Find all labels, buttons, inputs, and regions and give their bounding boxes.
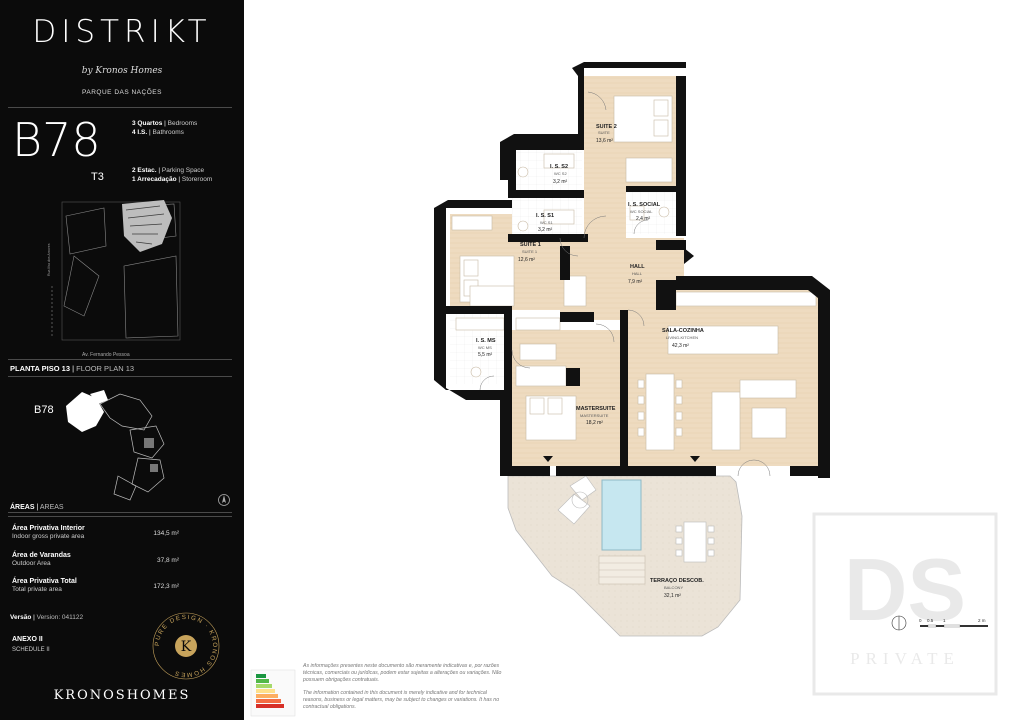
svg-text:LIVING-KITCHEN: LIVING-KITCHEN <box>666 335 698 340</box>
floor-locator-label: B78 <box>34 404 54 416</box>
window-marker-icon <box>690 456 700 462</box>
window-marker-icon <box>543 456 553 462</box>
terrace-dining-table <box>675 521 715 563</box>
svg-text:0: 0 <box>919 618 922 623</box>
annex-title: ANEXO II <box>12 636 43 643</box>
svg-text:WC SOCIAL: WC SOCIAL <box>630 209 653 214</box>
svg-text:SALA-COZINHA: SALA-COZINHA <box>662 328 704 334</box>
terrace-loungers <box>557 475 597 525</box>
site-plan-drawing: Rua Ilha dos Amores <box>47 200 181 341</box>
svg-text:HALL: HALL <box>630 264 645 270</box>
svg-text:MASTERSUITE: MASTERSUITE <box>580 413 609 418</box>
swimming-pool <box>601 479 642 551</box>
area-row-outdoor: Área de Varandas Outdoor Area 37,8 m² <box>12 552 179 567</box>
svg-text:I. S. MS: I. S. MS <box>476 338 496 344</box>
floor-locator-map <box>66 390 165 501</box>
spec-storeroom: 1 Arrecadação | Storeroom <box>132 176 213 183</box>
svg-text:DS: DS <box>844 540 966 639</box>
divider <box>8 107 232 108</box>
brand-logo: DISTRIKT <box>32 14 212 50</box>
disclaimer-en: The information contained in this docume… <box>303 690 500 710</box>
floor-plan-caption: PLANTA PISO 13 | FLOOR PLAN 13 <box>10 364 135 373</box>
svg-text:32,1 m²: 32,1 m² <box>664 593 681 599</box>
area-row-total: Área Privativa Total Total private area … <box>12 578 179 593</box>
walls <box>434 62 830 478</box>
divider <box>8 512 232 513</box>
svg-text:WC S2: WC S2 <box>554 171 567 176</box>
areas-heading: ÁREAS | AREAS <box>10 504 64 511</box>
svg-text:2,4 m²: 2,4 m² <box>636 216 651 222</box>
svg-text:SUITE 1: SUITE 1 <box>520 242 541 248</box>
energy-certificate-icon <box>250 669 296 717</box>
door-swings <box>479 91 771 477</box>
spec-parking: 2 Estac. | Parking Space <box>132 167 205 174</box>
svg-text:5,5 m²: 5,5 m² <box>478 352 493 358</box>
svg-text:WC S1: WC S1 <box>540 220 553 225</box>
svg-text:WC MS: WC MS <box>478 345 492 350</box>
svg-text:0.5: 0.5 <box>927 618 934 623</box>
svg-text:SUITE 1: SUITE 1 <box>522 249 538 254</box>
pure-design-seal: PURE DESIGN · KRONOS HOMES K <box>152 612 220 680</box>
divider <box>8 359 232 360</box>
svg-text:Rua Ilha dos Amores: Rua Ilha dos Amores <box>47 243 51 276</box>
version-label: Versão | Version: 041122 <box>10 614 84 621</box>
spec-bedrooms: 3 Quartos | Bedrooms <box>132 120 198 127</box>
svg-text:K: K <box>181 639 192 655</box>
area-row-interior: Área Privativa Interior Indoor gross pri… <box>12 525 179 540</box>
svg-text:BALCONY: BALCONY <box>664 585 683 590</box>
footer-brand-logo: KRONOSHOMES <box>53 688 191 703</box>
svg-text:13,6 m²: 13,6 m² <box>596 138 613 144</box>
district-name: PARQUE DAS NAÇÕES <box>82 89 162 96</box>
site-street-label: Av. Fernando Pessoa <box>82 352 130 358</box>
svg-text:I. S. S1: I. S. S1 <box>536 213 554 219</box>
divider <box>8 376 232 377</box>
svg-text:2 m: 2 m <box>978 618 986 623</box>
disclaimer-pt: As informações presentes neste documento… <box>303 663 502 683</box>
svg-text:SUITE: SUITE <box>598 130 610 135</box>
scale-bar: 0 0.5 1 2 m <box>891 615 988 631</box>
svg-text:18,2 m²: 18,2 m² <box>586 420 603 426</box>
svg-text:I. S. SOCIAL: I. S. SOCIAL <box>628 202 661 208</box>
svg-text:42,3 m²: 42,3 m² <box>672 343 689 349</box>
divider <box>8 516 232 517</box>
unit-typology: T3 <box>91 171 104 183</box>
svg-text:HALL: HALL <box>632 271 643 276</box>
svg-text:7,9 m²: 7,9 m² <box>628 279 643 285</box>
svg-text:12,6 m²: 12,6 m² <box>518 257 535 263</box>
unit-code: B78 <box>12 113 101 167</box>
info-sidebar: DISTRIKT by Kronos Homes PARQUE DAS NAÇÕ… <box>0 0 244 720</box>
furniture <box>451 95 817 451</box>
svg-text:MASTERSUITE: MASTERSUITE <box>576 406 616 412</box>
svg-text:I. S. S2: I. S. S2 <box>550 164 568 170</box>
svg-text:TERRAÇO DESCOB.: TERRAÇO DESCOB. <box>650 578 704 584</box>
svg-text:SUITE 2: SUITE 2 <box>596 124 617 130</box>
annex-subtitle: SCHEDULE II <box>12 647 50 653</box>
svg-text:1: 1 <box>943 618 946 623</box>
entrance-arrow-icon <box>684 248 694 264</box>
room-label-terraco: TERRAÇO DESCOB.BALCONY 32,1 m² <box>650 578 704 599</box>
ds-private-watermark: DS PRIVATE <box>812 512 998 696</box>
svg-text:3,2 m²: 3,2 m² <box>538 227 553 233</box>
brand-byline: by Kronos Homes <box>81 66 163 76</box>
svg-text:PRIVATE: PRIVATE <box>850 649 960 668</box>
north-arrow-icon <box>218 494 230 506</box>
spec-bathrooms: 4 I.S. | Bathrooms <box>132 129 184 136</box>
svg-text:3,2 m²: 3,2 m² <box>553 179 568 185</box>
